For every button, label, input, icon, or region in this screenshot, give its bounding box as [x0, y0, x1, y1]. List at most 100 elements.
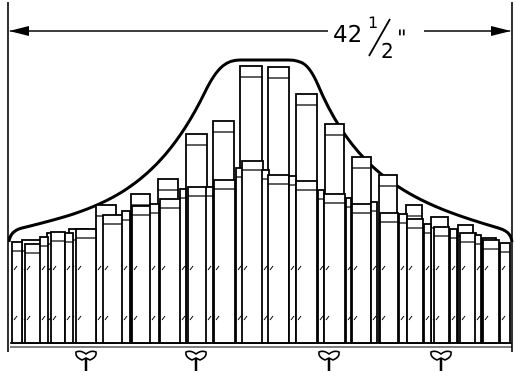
front-bar-4-pin: [52, 265, 57, 271]
front-bar-10-pin: [151, 265, 156, 271]
front-bar-21-pin: [297, 265, 302, 271]
front-bar-30: [423, 223, 432, 344]
front-bar-32-body: [449, 228, 458, 344]
front-bar-31-pin: [435, 265, 440, 271]
front-bar-16-pin: [237, 265, 242, 271]
front-bar-5: [64, 232, 74, 344]
front-bar-6-pin: [77, 315, 82, 321]
wing-nut-icon: [75, 350, 97, 371]
wing-nut-icon: [430, 350, 452, 371]
right-arrowhead: [491, 26, 511, 36]
front-bar-9-pin: [133, 265, 138, 271]
front-bar-31-body: [433, 226, 450, 344]
front-bar-7-pin: [104, 265, 109, 271]
front-bar-17-pin: [243, 265, 248, 271]
front-bar-32-pin: [451, 265, 456, 271]
front-bar-2-pin: [26, 265, 31, 271]
front-bar-36-body: [499, 242, 511, 344]
front-bar-20: [288, 175, 297, 344]
front-bar-30-pin: [425, 265, 430, 271]
back-bar-4-pin: [97, 265, 102, 271]
front-bar-35-pin: [484, 265, 489, 271]
front-bar-12-body: [179, 188, 187, 344]
front-bar-19-pin: [269, 265, 274, 271]
front-bar-10-body: [149, 203, 160, 344]
front-bar-3: [39, 236, 49, 344]
wing-nut-wings: [75, 350, 97, 361]
front-bar-2-pin: [26, 315, 31, 321]
front-bar-34-pin: [476, 265, 481, 271]
front-bar-4: [50, 231, 66, 344]
front-bar-33-pin: [461, 315, 466, 321]
frame-outline: [7, 58, 514, 243]
front-bar-4-body: [50, 231, 66, 344]
front-bar-2-body: [24, 243, 42, 344]
front-bar-10-pin: [151, 315, 156, 321]
front-bar-1: [11, 241, 23, 344]
front-bar-25-body: [351, 203, 372, 344]
front-bar-26-pin: [372, 265, 377, 271]
front-bar-9-pin: [133, 315, 138, 321]
front-bar-10: [149, 203, 160, 344]
front-bar-28-pin: [400, 315, 405, 321]
front-bar-6-pin: [77, 265, 82, 271]
front-bar-31: [433, 226, 450, 344]
front-bar-23-pin: [325, 315, 330, 321]
front-bar-4-pin: [52, 315, 57, 321]
front-bar-26-pin: [372, 315, 377, 321]
front-bar-18-pin: [263, 315, 268, 321]
front-bar-1-pin: [13, 315, 18, 321]
front-bar-23: [323, 193, 346, 344]
dimension-denominator: 2: [381, 39, 394, 63]
front-bar-7-body: [102, 214, 125, 344]
front-bar-29-body: [406, 218, 424, 344]
back-bar-4-pin: [97, 315, 102, 321]
width-dimension: [7, 2, 513, 352]
front-bar-22-pin: [319, 265, 324, 271]
front-bar-1-pin: [13, 265, 18, 271]
front-bar-3-pin: [41, 315, 46, 321]
front-bar-12: [179, 188, 187, 344]
front-bar-6: [75, 228, 97, 344]
front-bar-36: [499, 242, 511, 344]
front-bar-11-pin: [161, 265, 166, 271]
front-bar-28-pin: [400, 265, 405, 271]
front-bar-14-body: [205, 186, 214, 344]
front-bar-7-pin: [104, 315, 109, 321]
dimension-numerator: 1: [368, 13, 378, 32]
front-bar-20-pin: [290, 315, 295, 321]
front-bar-36-pin: [501, 265, 506, 271]
front-bar-11-body: [159, 198, 182, 344]
front-bar-5-body: [64, 232, 74, 344]
front-bar-34: [474, 234, 482, 344]
base-rail: [10, 342, 512, 348]
front-bar-33-body: [459, 232, 477, 344]
left-arrowhead: [9, 26, 29, 36]
front-bar-29-pin: [408, 265, 413, 271]
front-bar-17-pin: [243, 315, 248, 321]
front-bar-34-body: [474, 234, 482, 344]
front-bar-26: [370, 201, 378, 344]
front-bar-14: [205, 186, 214, 344]
front-bar-16-pin: [237, 315, 242, 321]
front-bar-25-pin: [353, 315, 358, 321]
front-bar-21: [295, 180, 318, 344]
front-bar-31-pin: [435, 315, 440, 321]
fraction-slash: [368, 18, 391, 57]
front-bar-17-body: [241, 160, 264, 344]
front-bar-30-pin: [425, 315, 430, 321]
front-bar-2: [24, 243, 42, 344]
tone-bars: [11, 65, 511, 344]
front-bar-17: [241, 160, 264, 344]
front-bar-27: [379, 212, 399, 344]
wing-nut-icon: [318, 350, 340, 371]
front-bar-12-pin: [181, 265, 186, 271]
front-bar-8-pin: [123, 265, 128, 271]
front-bar-24-pin: [347, 315, 352, 321]
front-bar-32: [449, 228, 458, 344]
front-bar-28-body: [398, 213, 408, 344]
dimension-whole: 42: [333, 22, 362, 48]
front-bar-27-body: [379, 212, 399, 344]
front-bar-11-pin: [161, 315, 166, 321]
